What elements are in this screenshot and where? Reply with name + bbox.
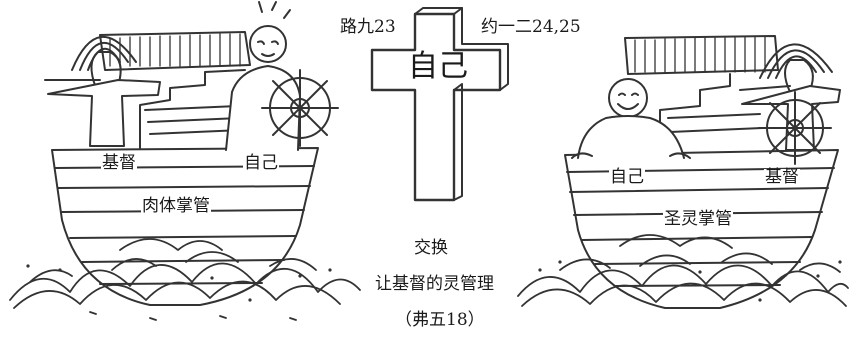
left-boat-roof bbox=[99, 31, 251, 71]
left-boat-rainbow bbox=[71, 35, 137, 71]
exchange-label: 交换 bbox=[413, 238, 449, 258]
caption-text: 让基督的灵管理 bbox=[374, 274, 495, 294]
right-boat-roof bbox=[624, 35, 779, 75]
cross-shape bbox=[370, 12, 502, 202]
wave-dots bbox=[26, 260, 842, 302]
left-boat-self-figure bbox=[225, 1, 301, 151]
left-boat-christ-figure bbox=[44, 51, 161, 147]
left-boat-helm bbox=[261, 69, 339, 147]
scripture-reference: （弗五18） bbox=[394, 310, 486, 330]
right-boat-control-label: 圣灵掌管 bbox=[663, 209, 733, 229]
right-boat bbox=[564, 35, 841, 309]
cross-reference-left: 路九23 bbox=[339, 17, 397, 37]
right-boat-christ-figure bbox=[739, 59, 841, 151]
right-boat-self-figure bbox=[571, 78, 691, 159]
right-boat-steps bbox=[659, 73, 731, 151]
left-boat-self-label: 自己 bbox=[243, 153, 279, 173]
left-boat-control-label: 肉体掌管 bbox=[141, 196, 211, 216]
right-boat-self-label: 自己 bbox=[609, 167, 645, 187]
cross bbox=[370, 7, 509, 202]
cross-self-label: 自己 bbox=[408, 49, 468, 84]
right-waves bbox=[517, 234, 849, 307]
cross-reference-right: 约一二24,25 bbox=[480, 17, 582, 37]
right-boat-helm bbox=[758, 91, 832, 165]
right-boat-rainbow bbox=[759, 43, 833, 79]
left-waves bbox=[9, 238, 361, 321]
left-boat-steps bbox=[139, 69, 246, 149]
left-boat-christ-label: 基督 bbox=[101, 153, 137, 173]
right-boat-christ-label: 基督 bbox=[764, 167, 800, 187]
